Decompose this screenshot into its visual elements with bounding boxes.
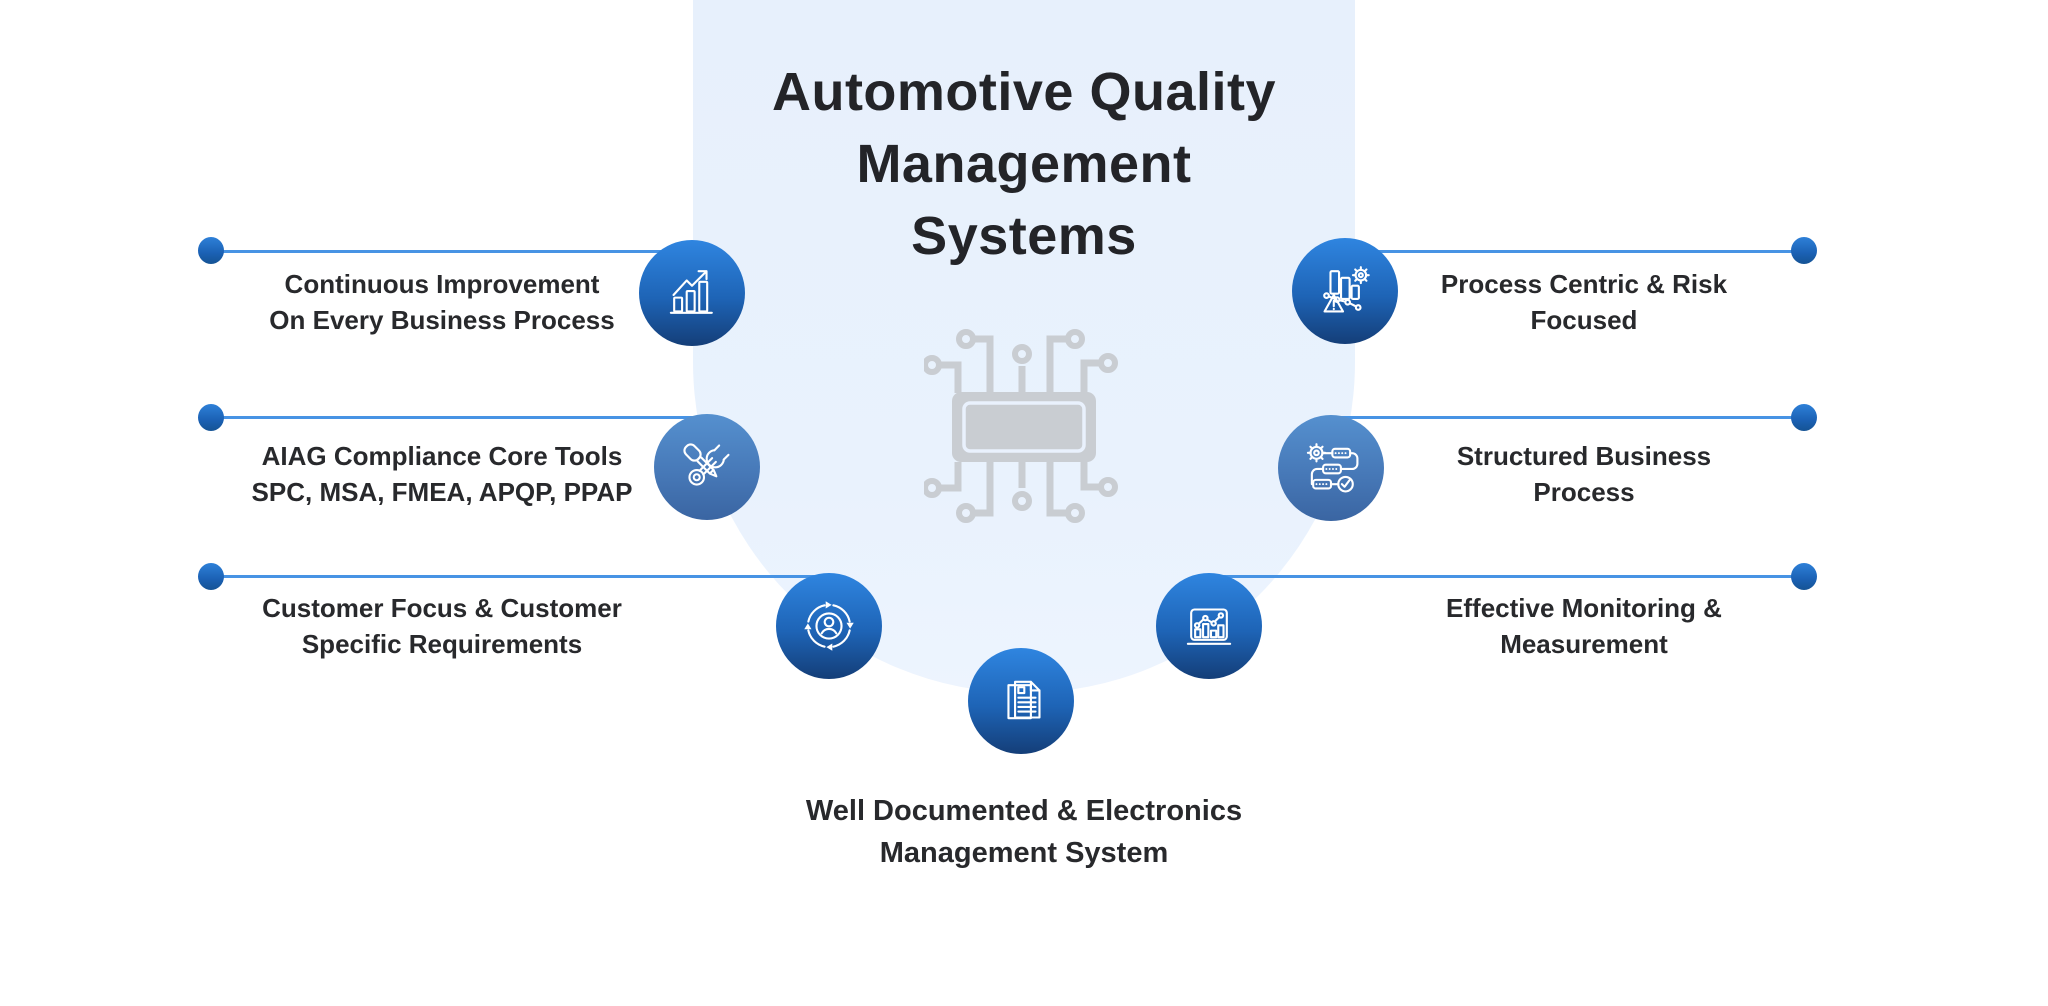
icon-badge: [639, 240, 745, 346]
connector-line: [1331, 416, 1805, 419]
feature-label: Continuous Improvement On Every Business…: [269, 269, 615, 335]
process-risk-icon: [1323, 266, 1370, 313]
endpoint-dot: [1791, 563, 1817, 590]
page-title-line3: Systems: [911, 206, 1137, 266]
connector-line: [1209, 575, 1805, 578]
document-icon: [1007, 680, 1041, 720]
icon-badge: [968, 648, 1074, 754]
tools-icon: [683, 443, 730, 486]
growth-chart-icon: [669, 270, 713, 314]
endpoint-dot: [1791, 404, 1817, 431]
connector-line: [211, 250, 694, 253]
page-title-line1: Automotive Quality: [771, 62, 1277, 122]
endpoint-dot: [198, 404, 224, 431]
feature-label: Customer Focus & Customer Specific Requi…: [262, 593, 622, 659]
icon-badge: [654, 414, 760, 520]
feature-label: Effective Monitoring & Measurement: [1446, 593, 1722, 659]
connector-line: [1345, 250, 1805, 253]
connector-line: [211, 416, 709, 419]
structured-process-icon: [1306, 443, 1359, 493]
feature-label: Well Documented & Electronics Management…: [805, 795, 1243, 869]
monitoring-icon: [1186, 608, 1232, 645]
icon-badge: [1156, 573, 1262, 679]
endpoint-dot: [198, 563, 224, 590]
connector-line: [211, 575, 831, 578]
icon-badge: [776, 573, 882, 679]
feature-label: Process Centric & Risk Focused: [1440, 269, 1728, 335]
page-title-line2: Management: [856, 134, 1192, 194]
feature-label: AIAG Compliance Core Tools SPC, MSA, FME…: [251, 441, 633, 507]
icon-badge: [1278, 415, 1384, 521]
endpoint-dot: [1791, 237, 1817, 264]
icon-badge: [1292, 238, 1398, 344]
feature-label: Structured Business Process: [1456, 441, 1712, 507]
microchip-circuit-icon: [924, 329, 1118, 523]
page-title: Automotive Quality Management Systems: [714, 56, 1334, 272]
endpoint-dot: [198, 237, 224, 264]
customer-focus-icon: [804, 601, 854, 651]
